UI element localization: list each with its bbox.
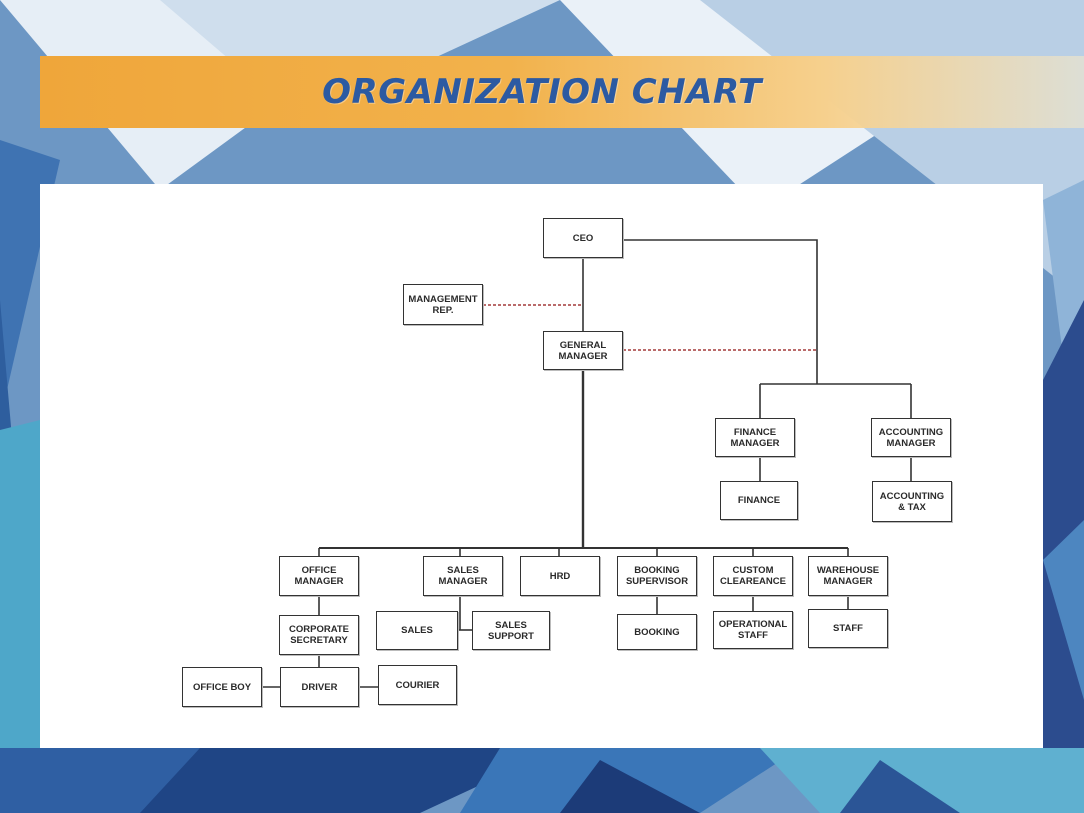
- node-finance-manager: FINANCE MANAGER: [715, 418, 795, 457]
- node-finance: FINANCE: [720, 481, 798, 520]
- node-ceo: CEO: [543, 218, 623, 258]
- node-management-rep: MANAGEMENT REP.: [403, 284, 483, 325]
- node-corporate-secretary: CORPORATE SECRETARY: [279, 615, 359, 655]
- node-general-manager: GENERAL MANAGER: [543, 331, 623, 370]
- node-booking-supervisor: BOOKING SUPERVISOR: [617, 556, 697, 596]
- node-sales: SALES: [376, 611, 458, 650]
- ceo-right-connector: [623, 239, 818, 384]
- node-office-manager: OFFICE MANAGER: [279, 556, 359, 596]
- connector-lines: [262, 239, 912, 688]
- node-accounting-manager: ACCOUNTING MANAGER: [871, 418, 951, 457]
- org-chart-panel: CEO MANAGEMENT REP. GENERAL MANAGER FINA…: [40, 184, 1043, 748]
- node-hrd: HRD: [520, 556, 600, 596]
- node-staff: STAFF: [808, 609, 888, 648]
- node-custom-clearance: CUSTOM CLEAREANCE: [713, 556, 793, 596]
- node-booking: BOOKING: [617, 614, 697, 650]
- node-sales-manager: SALES MANAGER: [423, 556, 503, 596]
- node-office-boy: OFFICE BOY: [182, 667, 262, 707]
- page-title: ORGANIZATION CHART: [322, 72, 762, 112]
- node-accounting-tax: ACCOUNTING & TAX: [872, 481, 952, 522]
- node-courier: COURIER: [378, 665, 457, 705]
- node-driver: DRIVER: [280, 667, 359, 707]
- node-operational-staff: OPERATIONAL STAFF: [713, 611, 793, 649]
- node-warehouse-manager: WAREHOUSE MANAGER: [808, 556, 888, 596]
- node-sales-support: SALES SUPPORT: [472, 611, 550, 650]
- title-banner: ORGANIZATION CHART: [40, 56, 1084, 128]
